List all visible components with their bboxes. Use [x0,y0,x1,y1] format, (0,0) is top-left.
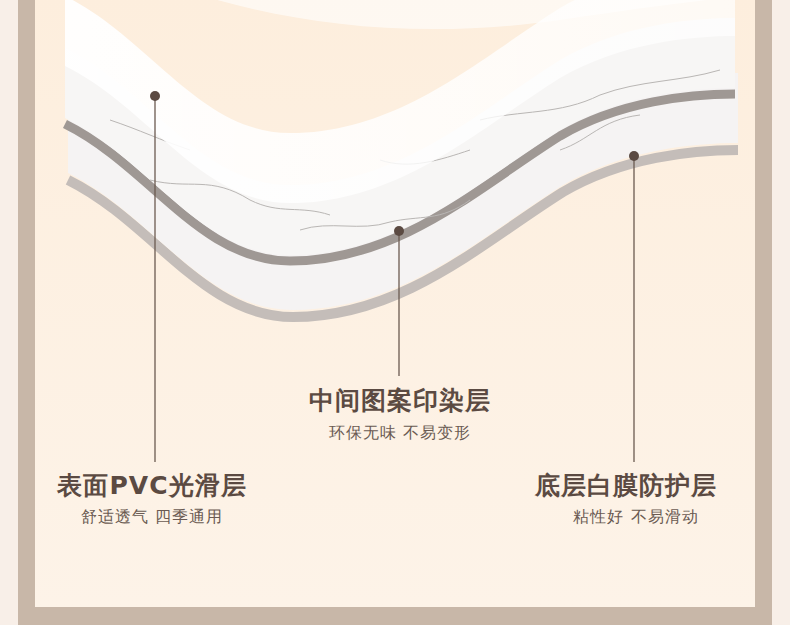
layer-title: 底层白膜防护层 [535,469,717,502]
layer-note: 粘性好 不易滑动 [573,507,698,528]
leader-dot [150,91,160,101]
leader-dots [150,91,639,236]
leader-line [398,231,399,376]
leader-line [154,96,155,462]
leader-line [633,156,634,462]
layer-title: 中间图案印染层 [309,384,491,417]
layer-note: 环保无味 不易变形 [329,423,471,444]
leader-lines [155,96,634,462]
layer-note: 舒适透气 四季通用 [81,507,223,528]
leader-dot [394,226,404,236]
layer-title: 表面PVC光滑层 [57,469,246,502]
leader-dot [629,151,639,161]
